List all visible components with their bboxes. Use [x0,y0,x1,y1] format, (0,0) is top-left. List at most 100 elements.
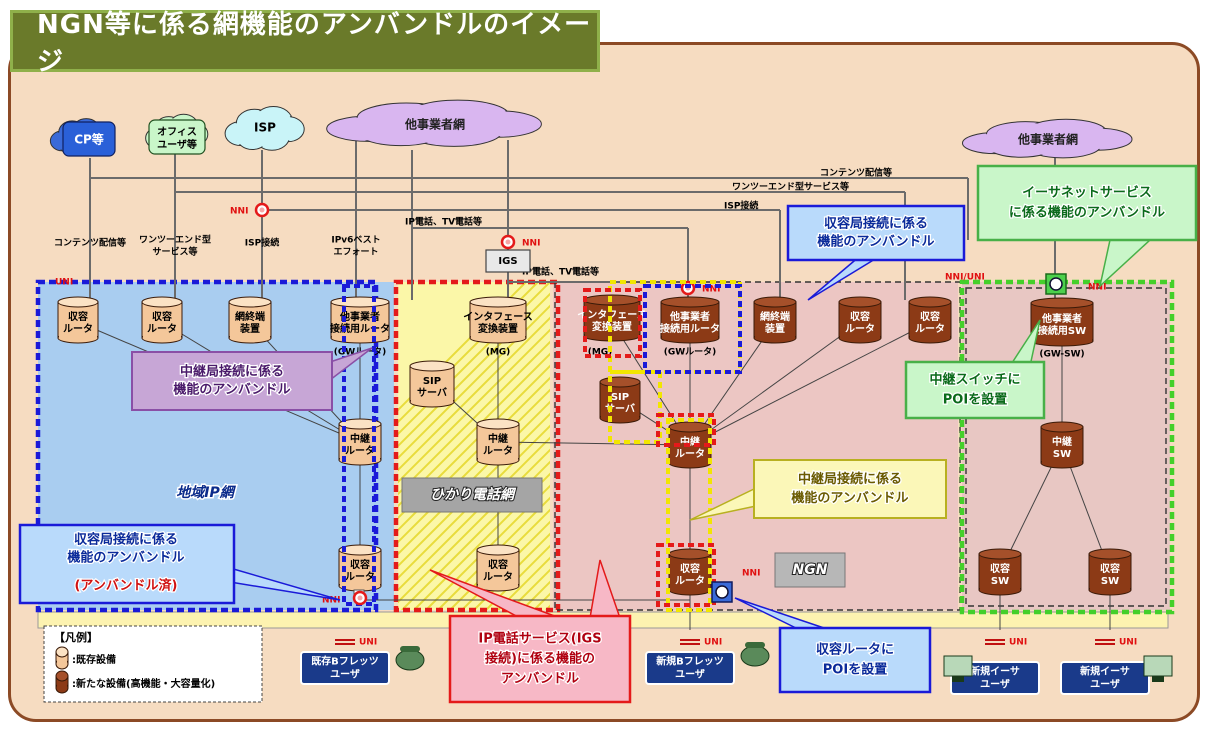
other-cloud-right [962,118,1133,159]
user-new-ether-1 [950,661,1040,695]
cylinder-fill [601,382,639,418]
callout-text: 機能のアンバンドル [817,234,934,250]
yellow-sip-frame [608,370,662,444]
gw-router-label: (GWルータ) [664,346,717,358]
nni-ring-isp [254,202,270,218]
nni-tag: NNI [322,596,340,606]
cylinder-top [409,360,455,372]
office-box [148,119,206,155]
callout-text: 収容ルータに [816,642,894,658]
title-box: NGN等に係る網機能のアンバンドルのイメージ [10,10,600,77]
service-label: コンテンツ配信等 [820,167,892,179]
cylinder-fill [1090,554,1130,590]
device-label: 収容 [920,310,940,323]
nni-ring-bottom [352,590,368,606]
phone-icon [395,646,425,671]
device-label: 収容 [488,558,508,571]
phone-handset [745,642,765,648]
pc-screen [1143,655,1173,677]
device-label: 他事業者 [339,310,380,323]
cylinder-top [978,548,1022,560]
cylinder-top [1088,548,1132,560]
shuyo-router-2: 収容ルータ [141,296,183,344]
user-label: ユーザ [980,679,1010,691]
cylinder-top [660,296,720,308]
device-label: サーバ [605,403,635,415]
nni-ring-igs [500,234,516,250]
chiiki-network-label: 地域IP網 [176,484,236,501]
chiiki-label-bg [158,475,254,509]
device-label: 装置 [764,322,785,335]
callout-text: 中継局接続に係る [798,471,902,487]
device-label: インタフェース [577,309,647,321]
ether-frame [959,279,1175,615]
callout-text: 収容局接続に係る [824,216,928,232]
device-label: ルータ [675,448,705,460]
cylinder-fill [59,302,97,338]
uni-tag: UNI [704,638,722,648]
legend-new-icon [55,670,69,694]
device-label: ルータ [147,323,177,335]
device-label: 収容 [680,562,700,575]
callout-text: 中継スイッチに [929,372,1020,388]
drop-label: サービス等 [152,246,197,258]
uni-tag: UNI [359,638,377,648]
callout-text: 中継局接続に係る [180,364,284,380]
cylinder-top [141,296,183,308]
callout-text: に係る機能のアンバンドル [1009,205,1165,221]
device-label: SIP [423,376,441,387]
pc-screen [943,655,973,677]
device-label: 中継 [1052,435,1072,448]
ngn-frame [554,281,961,611]
isp-cloud [224,105,305,151]
device-label: ルータ [845,323,875,335]
device-label: 中継 [488,432,508,445]
device-connection [689,321,931,446]
cylinder-fill [910,302,950,338]
legend-existing-label: :既存設備 [72,653,116,666]
cylinder-fill [840,302,880,338]
legend-box [43,625,263,703]
callout-text: アンバンドル [501,672,579,687]
cylinder-fill [230,302,270,338]
callout-text-unbundled: (アンバンドル済) [74,578,177,594]
pc-icon [1143,655,1173,682]
shuyo-router-7: 収容ルータ [668,548,712,596]
callout-text: IP電話サービス(IGS [478,631,601,647]
cylinder-fill [57,652,67,664]
callout-text: POIを設置 [823,662,887,678]
uni-tag: UNI [55,278,73,288]
ring-inner [259,207,265,213]
cloud-fill [238,126,267,149]
poi-ring [715,585,729,599]
device-label: ルータ [675,575,705,587]
hatch-line [398,316,550,472]
device-label: SW [1101,576,1119,587]
user-label: 新規イーサ [970,665,1020,678]
shuyo-router-1: 収容ルータ [57,296,99,344]
cylinder-top [338,544,382,556]
cylinder-top [668,548,712,560]
cp-label: CP等 [74,132,104,147]
gw-sw-label: (GW-SW) [1039,350,1084,360]
service-label: IP電話、TV電話等 [522,266,599,278]
nni-tag: NNI [522,239,540,249]
device-connection [689,321,861,446]
igs-label: IGS [498,256,517,267]
phone-icon [740,642,770,667]
cylinder-top [668,421,712,433]
shuyo-router-5: 収容ルータ [838,296,882,344]
cylinder-top [338,418,382,430]
hikari-frame [393,279,561,613]
callout-shuyo-left [18,523,236,605]
cylinder-top [55,646,69,658]
pc-icon [943,655,973,682]
